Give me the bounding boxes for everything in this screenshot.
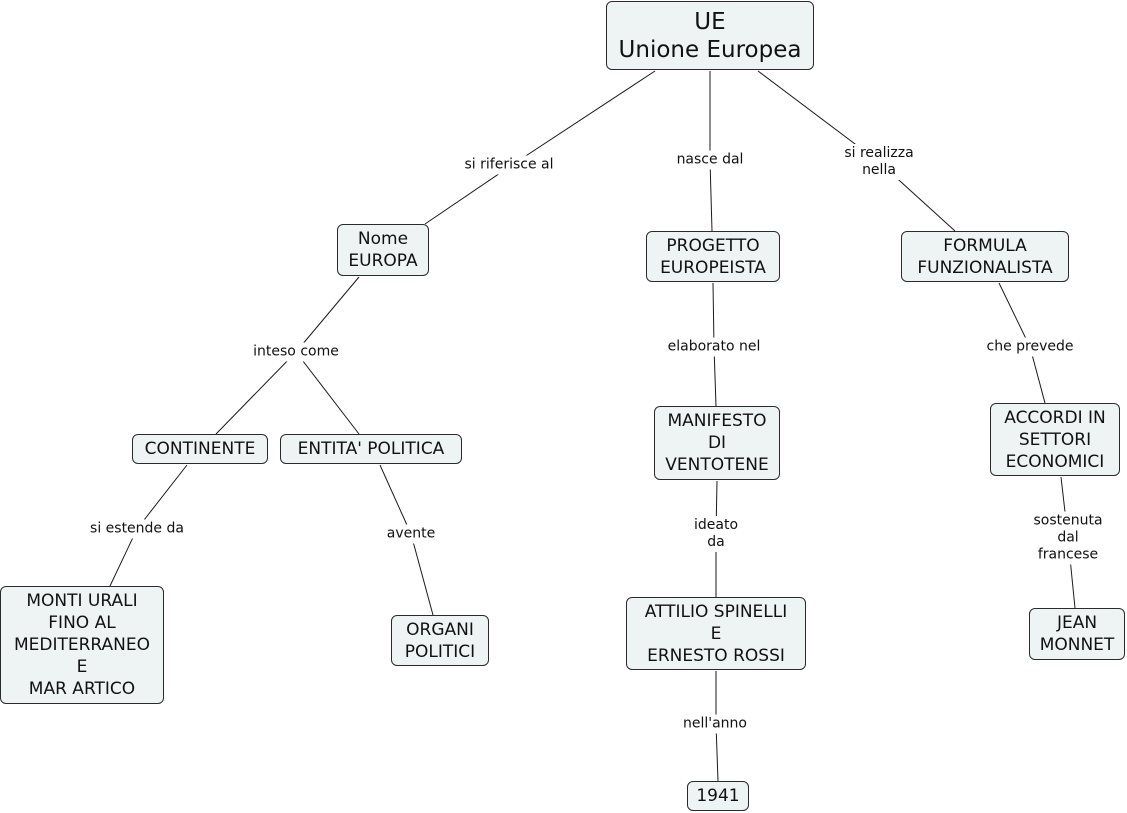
link-label-avente: avente <box>383 524 439 544</box>
node-1941[interactable]: 1941 <box>687 781 749 811</box>
node-progetto-europeista[interactable]: PROGETTO EUROPEISTA <box>646 231 780 282</box>
connector-nellanno-1941 <box>715 723 719 782</box>
node-spinelli-rossi[interactable]: ATTILIO SPINELLI E ERNESTO ROSSI <box>626 597 806 670</box>
connector-nome-inteso <box>295 276 360 353</box>
node-accordi-settori[interactable]: ACCORDI IN SETTORI ECONOMICI <box>990 403 1120 476</box>
link-label-si-realizza: si realizza nella <box>841 144 917 180</box>
connector-inteso-continente <box>215 351 297 435</box>
connector-formula-prevede <box>998 282 1031 348</box>
link-label-che-prevede: che prevede <box>983 337 1077 357</box>
link-label-elaborato-nel: elaborato nel <box>664 337 764 357</box>
link-label-si-riferisce: si riferisce al <box>461 155 557 175</box>
node-nome-europa[interactable]: Nome EUROPA <box>337 224 429 276</box>
connector-entita-avente <box>379 464 412 535</box>
connector-elaborato-manifesto <box>713 346 717 407</box>
connector-estende-monti <box>109 528 138 587</box>
link-label-nasce-dal: nasce dal <box>673 150 747 170</box>
link-label-ideato-da: ideato da <box>690 516 742 552</box>
connector-nasce-progetto <box>709 159 713 232</box>
node-manifesto-ventotene[interactable]: MANIFESTO DI VENTOTENE <box>654 406 780 480</box>
connector-label-nome <box>424 164 513 225</box>
connector-continente-estende <box>136 464 188 530</box>
node-entita-politica[interactable]: ENTITA' POLITICA <box>280 434 462 464</box>
connector-progetto-elaborato <box>712 282 715 348</box>
node-organi-politici[interactable]: ORGANI POLITICI <box>391 615 489 666</box>
node-monti-urali[interactable]: MONTI URALI FINO AL MEDITERRANEO E MAR A… <box>0 586 164 704</box>
link-label-sostenuta: sostenuta dal francese <box>1030 511 1106 565</box>
link-label-nellanno: nell'anno <box>679 714 751 734</box>
link-label-inteso-come: inteso come <box>250 342 342 362</box>
connector-avente-organi <box>410 533 434 616</box>
connector-ue-label <box>511 70 656 166</box>
node-jean-monnet[interactable]: JEAN MONNET <box>1029 608 1125 660</box>
link-label-si-estende: si estende da <box>87 519 187 539</box>
connector-inteso-entita <box>295 351 360 435</box>
node-continente[interactable]: CONTINENTE <box>132 434 268 464</box>
node-formula-funzionalista[interactable]: FORMULA FUNZIONALISTA <box>901 231 1069 282</box>
node-ue[interactable]: UE Unione Europea <box>606 1 814 70</box>
